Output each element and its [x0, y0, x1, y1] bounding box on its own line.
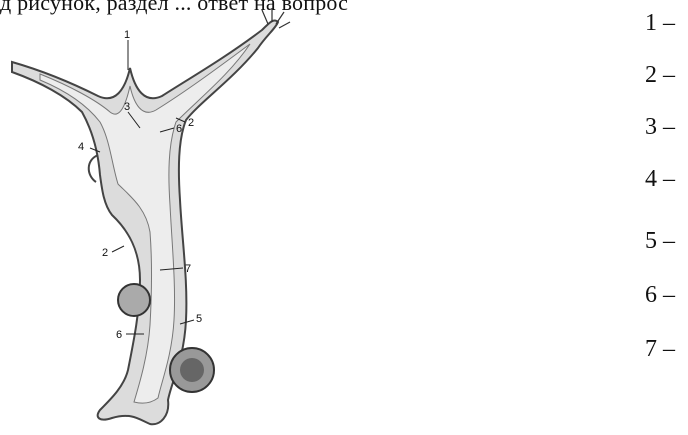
hydra-diagram: 1 2 3 4 2 6 5 6 7: [0, 0, 330, 435]
label-7: 7: [185, 263, 191, 275]
bud-upper: [118, 284, 150, 316]
bud-lower-inner: [180, 358, 204, 382]
legend-item-5: 5 –: [645, 228, 675, 255]
label-2-upper: 2: [188, 117, 194, 129]
legend-item-1: 1 –: [645, 10, 675, 37]
label-6-lower: 6: [116, 329, 122, 341]
legend-item-7: 7 –: [645, 336, 675, 363]
legend-item-4: 4 –: [645, 166, 675, 193]
legend-item-2: 2 –: [645, 62, 675, 89]
legend: 1 – 2 – 3 – 4 – 5 – 6 – 7 –: [645, 0, 688, 435]
legend-item-6: 6 –: [645, 282, 675, 309]
label-2-lower: 2: [102, 247, 108, 259]
label-5: 5: [196, 313, 202, 325]
label-6-upper: 6: [176, 123, 182, 135]
label-3: 3: [124, 101, 130, 113]
legend-item-3: 3 –: [645, 114, 675, 141]
label-1: 1: [124, 29, 130, 41]
label-4: 4: [78, 141, 84, 153]
outgrowth: [89, 155, 98, 182]
